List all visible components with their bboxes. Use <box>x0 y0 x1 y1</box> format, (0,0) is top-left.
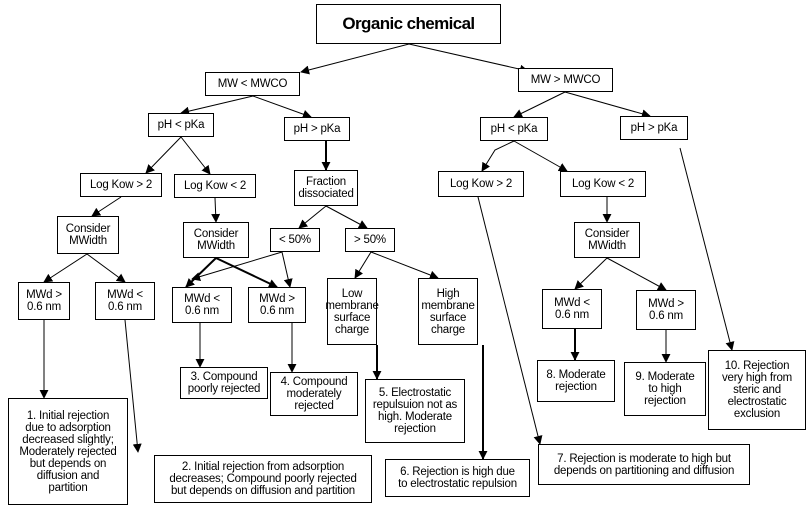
node-ph-lt-b: pH < pKa <box>480 117 548 141</box>
node-mwd-gt-a: MWd > 0.6 nm <box>18 282 70 320</box>
node-mwd-gt-b: MWd > 0.6 nm <box>248 287 306 323</box>
node-out10: 10. Rejection very high from steric and … <box>708 350 806 430</box>
node-mwd-gt-c: MWd > 0.6 nm <box>636 290 696 330</box>
connector-mw_lt-to-ph_lt_a <box>180 95 254 116</box>
node-out4: 4. Compound moderately rejected <box>270 372 358 416</box>
node-out2: 2. Initial rejection from adsorption dec… <box>154 455 372 503</box>
node-out6: 6. Rejection is high due to electrostati… <box>385 459 530 497</box>
node-logk-gt-b: Log Kow > 2 <box>438 171 524 197</box>
node-lt50: < 50% <box>270 228 320 252</box>
node-ph-gt-b: pH > pKa <box>620 116 688 140</box>
node-out7: 7. Rejection is moderate to high but dep… <box>538 444 750 485</box>
connector-mw_gt-to-ph_gt_b <box>564 91 651 119</box>
node-cons-a: Consider MWidth <box>57 216 119 254</box>
connector-lt50-to-mwd_lt_b <box>191 251 283 281</box>
node-logk-lt-a: Log Kow < 2 <box>174 174 256 198</box>
node-out1: 1. Initial rejection due to adsorption d… <box>8 398 128 505</box>
node-gt50: > 50% <box>345 228 395 252</box>
connector-gt50-to-low_mem <box>354 251 372 279</box>
connector-ph_lt_b-to-logk_lt_b <box>513 140 568 172</box>
node-low-mem: Low membrane surface charge <box>325 278 379 345</box>
connector-logk_lt_a-to-cons_b <box>211 197 221 223</box>
node-out8: 8. Moderate rejection <box>537 360 615 402</box>
connector-ph_lt_a-to-logk_gt_a <box>145 136 182 174</box>
connector-lt50-to-mwd_gt_b <box>281 251 293 288</box>
node-root: Organic chemical <box>316 4 501 44</box>
node-cons-c: Consider MWidth <box>574 222 640 258</box>
node-mwd-lt-a: MWd < 0.6 nm <box>95 282 155 320</box>
connector-ph_lt_a-to-logk_lt_a <box>180 136 211 175</box>
node-mw-gt: MW > MWCO <box>518 68 613 92</box>
connector-ph_lt_b-to-logk_gt_b <box>481 140 515 172</box>
node-cons-b: Consider MWidth <box>183 222 249 258</box>
connector-gt50-to-high_mem <box>370 251 439 280</box>
node-out5: 5. Electrostatic repulsuion not as high.… <box>365 379 465 443</box>
connector-mw_gt-to-ph_lt_b <box>513 91 566 118</box>
connector-mwd_lt_a-to-out2 <box>124 319 142 453</box>
connector-frac-to-lt50 <box>298 205 327 229</box>
node-out3: 3. Compound poorly rejected <box>180 367 268 399</box>
connector-cons_b-to-mwd_gt_b <box>215 257 278 288</box>
connector-frac-to-gt50 <box>325 205 368 229</box>
connector-logk_gt_b-to-out7 <box>477 196 543 445</box>
connector-cons_c-to-mwd_lt_c <box>574 257 608 290</box>
connector-cons_b-to-mwd_lt_b <box>185 257 217 288</box>
node-frac: Fraction dissociated <box>294 170 358 206</box>
node-mwd-lt-b: MWd < 0.6 nm <box>172 287 232 323</box>
connector-cons_a-to-mwd_gt_a <box>43 253 88 283</box>
node-logk-lt-b: Log Kow < 2 <box>560 171 646 197</box>
connector-root-to-mw_lt <box>300 43 410 75</box>
connector-cons_a-to-mwd_lt_a <box>86 253 126 283</box>
node-high-mem: High membrane surface charge <box>418 278 478 345</box>
connector-mw_lt-to-ph_gt_a <box>252 95 312 119</box>
node-out9: 9. Moderate to high rejection <box>624 362 706 416</box>
node-mwd-lt-c: MWd < 0.6 nm <box>542 289 602 329</box>
connector-ph_gt_b-to-out10 <box>679 147 735 351</box>
connector-root-to-mw_gt <box>408 43 529 74</box>
node-ph-gt-a: pH > pKa <box>284 117 350 141</box>
node-ph-lt-a: pH < pKa <box>148 113 214 137</box>
node-mw-lt: MW < MWCO <box>205 72 300 96</box>
node-logk-gt-a: Log Kow > 2 <box>80 173 162 197</box>
connector-logk_gt_a-to-cons_a <box>91 196 122 217</box>
connector-cons_c-to-mwd_gt_c <box>606 257 667 291</box>
